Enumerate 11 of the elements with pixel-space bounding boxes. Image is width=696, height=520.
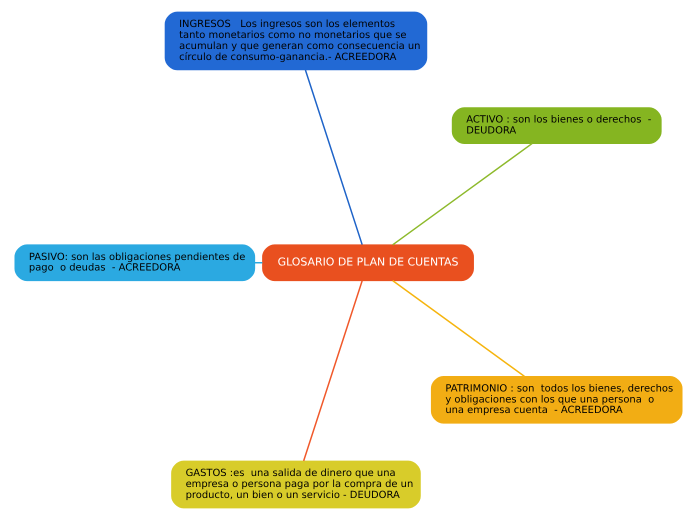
node-box: PASIVO: son las obligaciones pendientes de pago o deudas - ACREEDORA [14,244,255,282]
connector [304,70,362,245]
connector [302,280,362,462]
connector [392,142,532,246]
node-box: INGRESOS Los ingresos son los elementos tanto monetarios como no monetarios que se acumulan y que generan como consecuencia un círculo de consumo-ganancia.- ACREEDORA [164,12,427,70]
node-box: PATRIMONIO : son todos los bienes, derechos y obligaciones con los que una persona o una empresa cuenta - ACREEDORA [430,376,682,424]
connector [254,262,262,264]
node-box: GLOSARIO DE PLAN DE CUENTAS [262,244,474,282]
connector [392,280,524,377]
node-box: ACTIVO : son los bienes o derechos - DEUDORA [451,107,662,144]
node-box: GASTOS :es una salida de dinero que una empresa o persona paga por la compra de un producto, un bien o un servicio - DEUDORA [170,460,420,508]
